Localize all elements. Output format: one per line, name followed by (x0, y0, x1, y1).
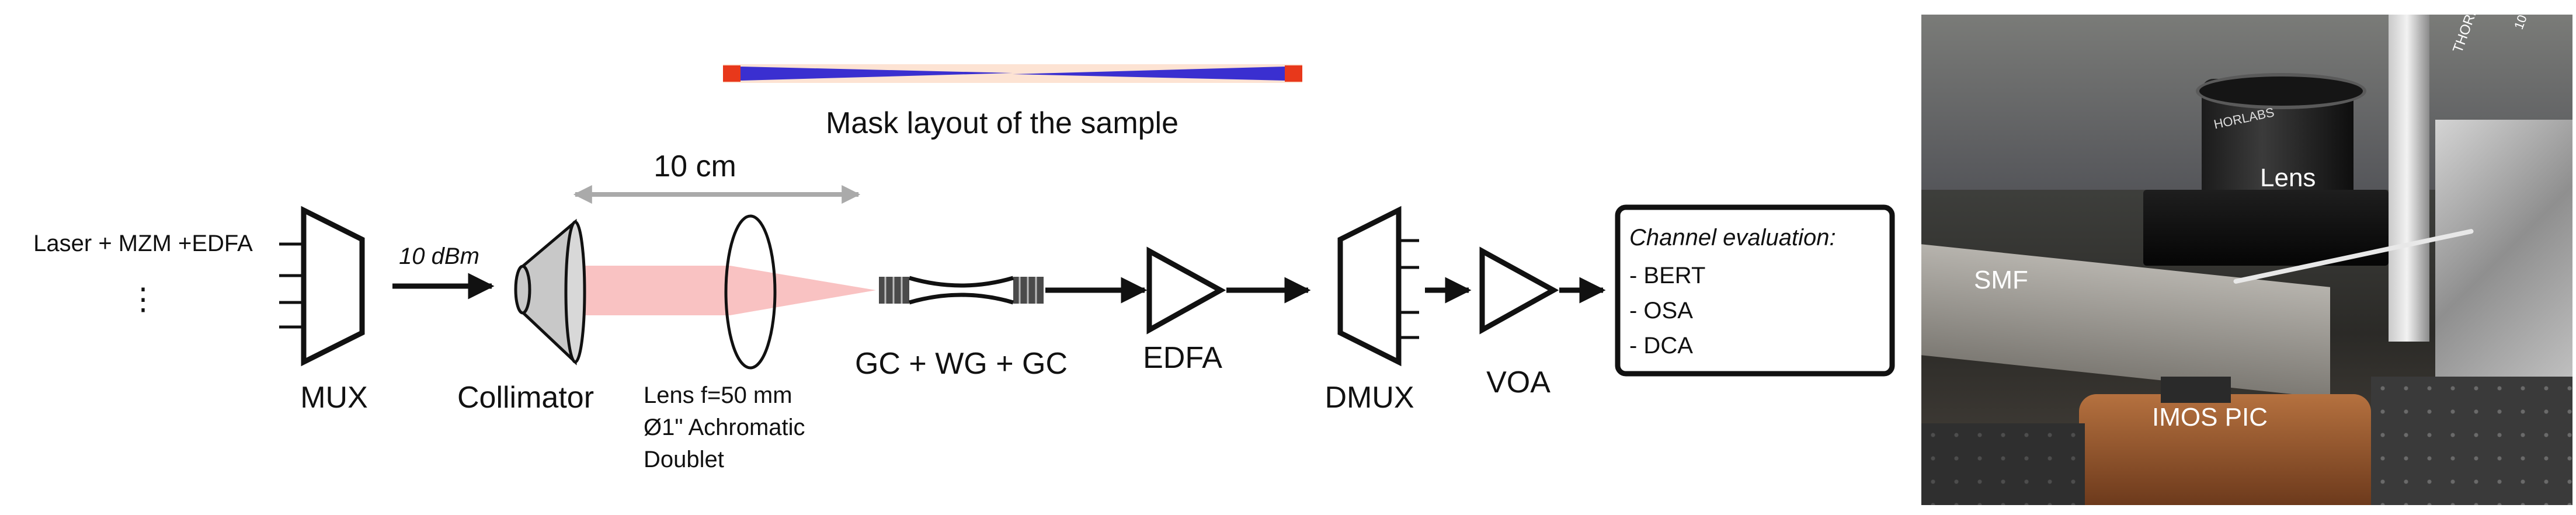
dmux-label: DMUX (1324, 381, 1414, 415)
photo-label-lens: Lens (2260, 163, 2316, 192)
lens (724, 214, 777, 370)
photo-optical-table (1921, 423, 2085, 505)
photo-vertical-post (2389, 15, 2429, 342)
gc-wg-gc-label: GC + WG + GC (855, 347, 1068, 381)
photo-metal-plate (2435, 120, 2572, 388)
lens-label-line1: Lens f=50 mm (644, 382, 792, 408)
mask-right-pad (1285, 65, 1302, 82)
evaluation-item-osa: - OSA (1629, 298, 1693, 323)
photo-lens-mount (2143, 190, 2389, 266)
evaluation-title: Channel evaluation: (1629, 225, 1836, 250)
mux-label: MUX (300, 381, 368, 415)
mask-caption: Mask layout of the sample (826, 106, 1179, 140)
photo-chip (2161, 377, 2231, 403)
dmux-block (1337, 206, 1402, 367)
photo-sample-stage (2079, 394, 2371, 505)
edfa-label: EDFA (1143, 341, 1222, 375)
mask-left-pad (723, 65, 741, 82)
photo-optical-table-right (2371, 377, 2572, 505)
lens-label-line2: Ø1" Achromatic (644, 415, 805, 440)
mask-waveguide (741, 67, 1285, 81)
mask-layout (723, 64, 1302, 83)
edfa-amplifier (1146, 246, 1226, 335)
dmux-output-lines (1399, 239, 1419, 339)
input-lines (279, 242, 304, 329)
setup-photo: HORLABS THORLABS 10 5 0 Lens SMF IMOS PI… (1921, 15, 2572, 505)
channel-evaluation-box (1615, 204, 1895, 377)
setup-diagram: Mask layout of the sample 10 cm Laser + … (33, 64, 1895, 472)
collimator (514, 218, 586, 366)
photo-lens-tube-rim (2196, 73, 2366, 109)
evaluation-item-bert: - BERT (1629, 263, 1705, 288)
mux-block (301, 206, 365, 367)
photo-label-smf: SMF (1974, 266, 2028, 294)
voa-label: VOA (1486, 366, 1551, 399)
power-label: 10 dBm (399, 243, 479, 269)
more-channels-dots: ⋮ (128, 283, 158, 316)
distance-label: 10 cm (653, 149, 736, 183)
evaluation-item-dca: - DCA (1629, 333, 1693, 359)
laser-label: Laser + MZM +EDFA (33, 231, 253, 256)
gc-wg-gc-device (879, 276, 1044, 305)
collimator-label: Collimator (457, 381, 594, 415)
photo-label-imos-pic: IMOS PIC (2152, 403, 2268, 432)
voa-attenuator (1479, 246, 1559, 335)
lens-label-line3: Doublet (644, 447, 724, 472)
